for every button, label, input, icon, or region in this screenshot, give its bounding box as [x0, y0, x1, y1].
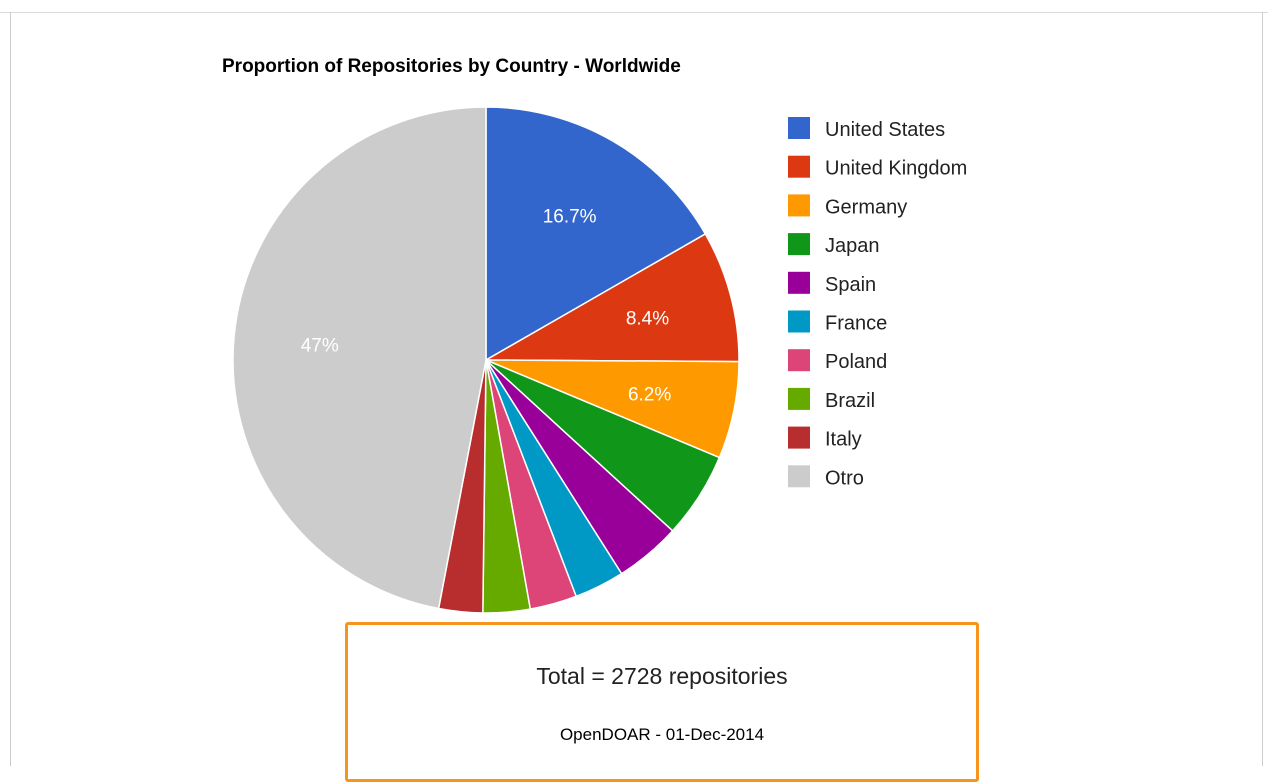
slice-label-united-states: 16.7% [543, 206, 597, 227]
legend-swatch-spain [788, 271, 810, 294]
total-repositories-text: Total = 2728 repositories [536, 663, 788, 689]
legend-swatch-brazil [788, 387, 810, 410]
legend-label-spain: Spain [825, 274, 876, 296]
legend-swatch-germany [788, 194, 810, 217]
right-border [1262, 12, 1263, 766]
legend-label-poland: Poland [825, 351, 887, 373]
legend-swatch-france [788, 310, 810, 333]
legend-swatch-united-states [788, 117, 810, 139]
slice-labels: 16.7% 8.4% 6.2% 47% [301, 206, 672, 405]
legend-swatch-poland [788, 349, 810, 372]
total-info-box: Total = 2728 repositories OpenDOAR - 01-… [345, 622, 979, 782]
legend-swatch-japan [788, 233, 810, 256]
legend-label-united-states: United States [825, 119, 945, 141]
legend-swatch-united-kingdom [788, 155, 810, 178]
legend-label-otro: Otro [825, 467, 864, 489]
pie-slices [232, 106, 740, 614]
pie-slice-united-kingdom [483, 232, 740, 363]
left-border [10, 12, 11, 766]
legend-swatch-otro [788, 465, 810, 488]
legend-label-italy: Italy [825, 429, 862, 451]
slice-label-germany: 6.2% [628, 384, 671, 405]
legend-label-france: France [825, 313, 887, 335]
chart-title: Proportion of Repositories by Country - … [222, 56, 681, 77]
legend-label-japan: Japan [825, 235, 880, 257]
legend-label-brazil: Brazil [825, 390, 875, 412]
legend-label-united-kingdom: United Kingdom [825, 158, 967, 180]
pie-chart: Proportion of Repositories by Country - … [222, 56, 967, 614]
slice-label-otro: 47% [301, 335, 339, 356]
legend-swatch-italy [788, 426, 810, 449]
slice-label-united-kingdom: 8.4% [626, 308, 669, 329]
legend-label-germany: Germany [825, 196, 907, 218]
pie-slice-otro [232, 106, 487, 610]
pie-slice-united-states [485, 106, 707, 362]
top-border [0, 0, 1268, 13]
source-date-text: OpenDOAR - 01-Dec-2014 [559, 725, 765, 744]
